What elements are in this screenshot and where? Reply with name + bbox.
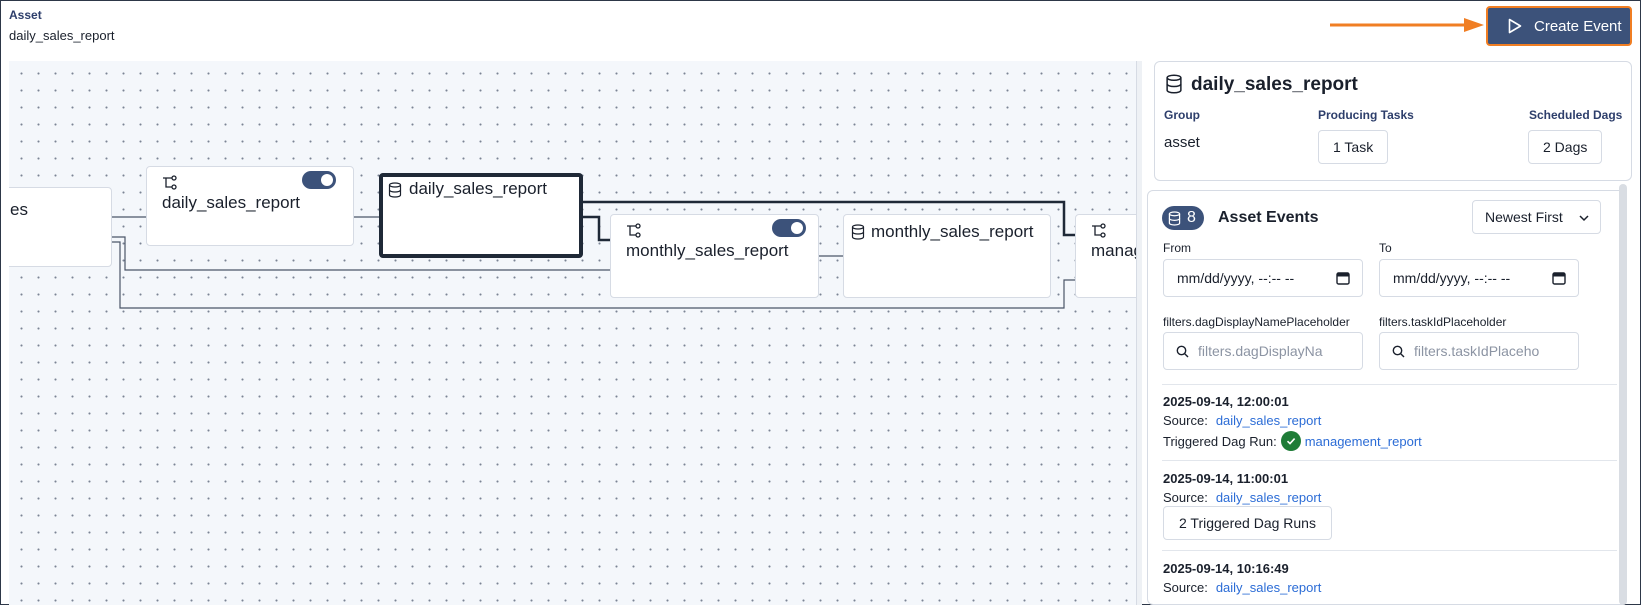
from-label: From <box>1163 241 1191 255</box>
node-label: daily_sales_report <box>162 193 300 212</box>
events-scrollbar[interactable] <box>1619 184 1627 605</box>
event-source: Source: daily_sales_report <box>1163 490 1321 505</box>
graph-node-asset-daily-sales-report[interactable]: daily_sales_report <box>379 173 583 258</box>
source-label: Source: <box>1163 490 1208 505</box>
to-date-value: mm/dd/yyyy, --:-- -- <box>1393 270 1511 286</box>
search-icon <box>1176 345 1189 358</box>
asset-events-panel: 8 Asset Events Newest First From To mm/d… <box>1147 190 1627 605</box>
database-icon <box>851 224 865 240</box>
dag-filter-input[interactable]: filters.dagDisplayNa <box>1163 332 1363 370</box>
from-date-input[interactable]: mm/dd/yyyy, --:-- -- <box>1163 259 1363 297</box>
dag-enabled-toggle[interactable] <box>302 171 336 189</box>
node-label: monthly_sales_report <box>626 241 789 260</box>
graph-canvas[interactable]: es daily_sales_report daily_sales_report… <box>9 61 1136 605</box>
chevron-down-icon <box>1579 215 1589 222</box>
dag-icon <box>1092 223 1106 238</box>
node-label: es <box>10 200 28 219</box>
graph-node-asset-partial[interactable]: es <box>9 187 112 267</box>
producing-tasks-value: 1 Task <box>1333 139 1374 155</box>
play-icon <box>1508 18 1522 34</box>
dag-filter-placeholder: filters.dagDisplayNa <box>1198 343 1323 359</box>
scheduled-dags-button[interactable]: 2 Dags <box>1528 130 1603 164</box>
success-icon <box>1280 431 1301 451</box>
source-link[interactable]: daily_sales_report <box>1215 490 1322 505</box>
sort-order-value: Newest First <box>1485 209 1563 225</box>
database-icon <box>1166 74 1182 94</box>
event-timestamp: 2025-09-14, 11:00:01 <box>1163 471 1289 486</box>
calendar-icon[interactable] <box>1336 271 1350 285</box>
event-count: 8 <box>1187 209 1196 226</box>
to-date-input[interactable]: mm/dd/yyyy, --:-- -- <box>1379 259 1579 297</box>
producing-tasks-label: Producing Tasks <box>1318 108 1414 122</box>
graph-node-dag-monthly-sales-report[interactable]: monthly_sales_report <box>610 214 819 298</box>
dag-filter-label: filters.dagDisplayNamePlaceholder <box>1163 315 1350 329</box>
event-count-badge: 8 <box>1162 206 1204 230</box>
asset-name: daily_sales_report <box>1191 74 1358 95</box>
event-source: Source: daily_sales_report <box>1163 580 1321 595</box>
group-value: asset <box>1164 134 1200 151</box>
scheduled-dags-label: Scheduled Dags <box>1529 108 1623 122</box>
group-label: Group <box>1164 108 1200 122</box>
task-filter-placeholder: filters.taskIdPlaceho <box>1414 343 1540 359</box>
callout-arrow-icon <box>1330 18 1484 32</box>
divider <box>1162 460 1617 461</box>
triggered-label: Triggered Dag Run: <box>1163 433 1277 449</box>
database-icon <box>388 182 402 198</box>
event-triggered-run: Triggered Dag Run: management_report <box>1163 431 1422 451</box>
create-event-button[interactable]: Create Event <box>1486 6 1632 46</box>
from-date-value: mm/dd/yyyy, --:-- -- <box>1177 270 1295 286</box>
graph-node-asset-monthly-sales-report[interactable]: monthly_sales_report <box>843 214 1051 298</box>
node-label: daily_sales_report <box>409 179 547 198</box>
event-timestamp: 2025-09-14, 12:00:01 <box>1163 394 1289 409</box>
panel-resize-handle[interactable] <box>1136 61 1142 605</box>
task-filter-input[interactable]: filters.taskIdPlaceho <box>1379 332 1579 370</box>
node-label: monthly_sales_report <box>871 222 1034 241</box>
search-icon <box>1392 345 1405 358</box>
event-timestamp: 2025-09-14, 10:16:49 <box>1163 561 1289 576</box>
divider <box>1162 550 1617 551</box>
triggered-dag-runs-label: 2 Triggered Dag Runs <box>1179 515 1316 531</box>
asset-info-card: daily_sales_report Group asset Producing… <box>1154 61 1632 181</box>
source-link[interactable]: daily_sales_report <box>1215 413 1322 428</box>
triggered-dag-runs-button[interactable]: 2 Triggered Dag Runs <box>1163 506 1332 540</box>
source-label: Source: <box>1163 413 1208 428</box>
sort-order-select[interactable]: Newest First <box>1472 200 1601 234</box>
dag-icon <box>627 223 641 238</box>
source-link[interactable]: daily_sales_report <box>1215 580 1322 595</box>
calendar-icon[interactable] <box>1552 271 1566 285</box>
database-icon <box>1168 210 1181 226</box>
create-event-label: Create Event <box>1534 17 1622 35</box>
scheduled-dags-value: 2 Dags <box>1543 139 1588 155</box>
event-source: Source: daily_sales_report <box>1163 413 1321 428</box>
dag-enabled-toggle[interactable] <box>772 219 806 237</box>
events-title: Asset Events <box>1218 209 1319 226</box>
to-label: To <box>1379 241 1392 255</box>
divider <box>1162 384 1617 385</box>
node-label: manag <box>1091 241 1136 260</box>
triggered-dag-run-link[interactable]: management_report <box>1304 433 1422 449</box>
graph-node-dag-daily-sales-report[interactable]: daily_sales_report <box>146 166 354 246</box>
graph-edges <box>112 200 1075 309</box>
dag-icon <box>163 175 177 190</box>
page-title: daily_sales_report <box>9 28 115 43</box>
producing-tasks-button[interactable]: 1 Task <box>1318 130 1389 164</box>
graph-node-dag-management-report[interactable]: manag <box>1075 214 1136 298</box>
page-type-label: Asset <box>9 8 42 22</box>
task-filter-label: filters.taskIdPlaceholder <box>1379 315 1507 329</box>
source-label: Source: <box>1163 580 1208 595</box>
